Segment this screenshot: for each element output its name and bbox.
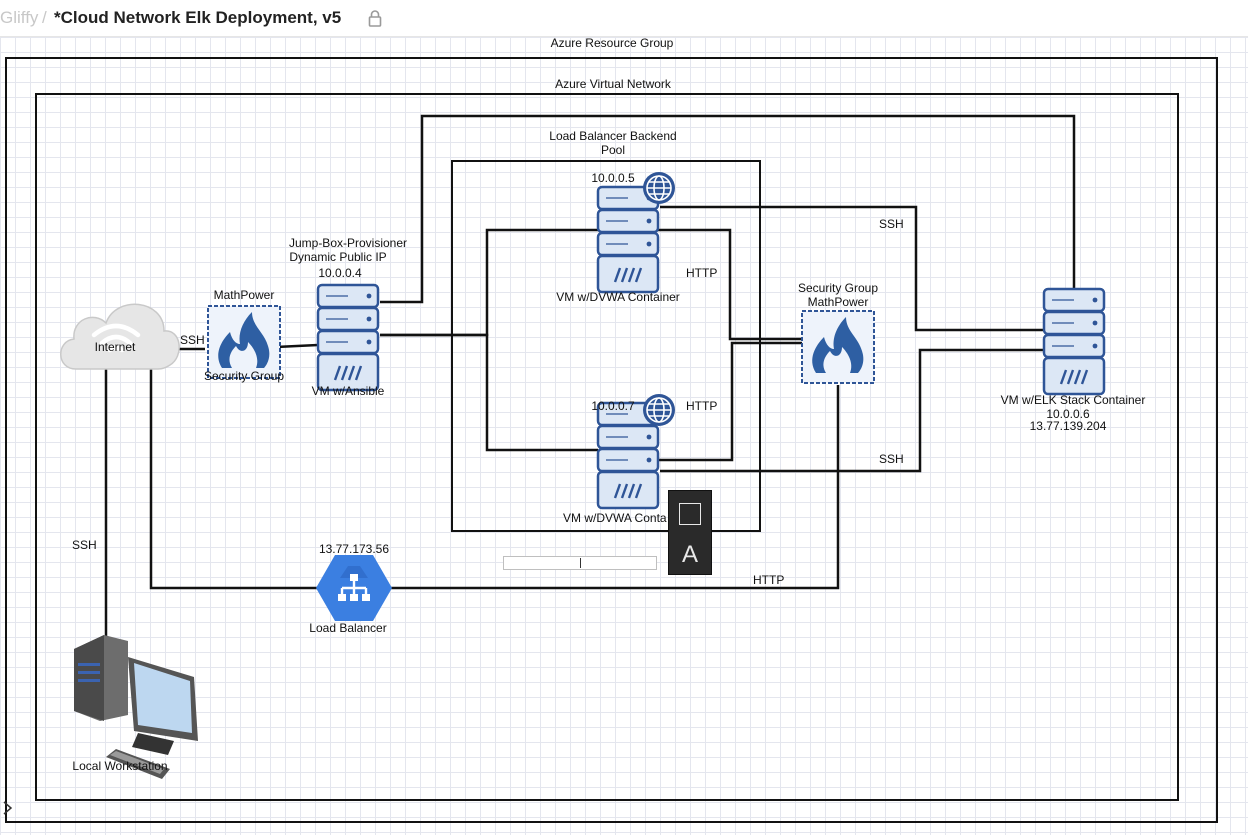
internet-label: Internet bbox=[94, 340, 136, 354]
load-balancer-caption: Load Balancer bbox=[309, 621, 387, 635]
jumpbox-ip: 10.0.0.4 bbox=[318, 266, 362, 280]
virtual-network-border bbox=[35, 93, 1179, 801]
load-balancer-icon bbox=[316, 555, 392, 621]
web1-globe-icon bbox=[642, 171, 676, 205]
web1-caption: VM w/DVWA Container bbox=[556, 290, 680, 304]
workstation-icon bbox=[74, 635, 198, 779]
text-tool-icon[interactable]: A bbox=[681, 541, 698, 568]
http-web1-label: HTTP bbox=[686, 266, 718, 280]
elk-private-ip: 10.0.0.6 bbox=[1046, 407, 1090, 421]
workstation-label: Local Workstation bbox=[72, 759, 168, 773]
chevron-right-icon bbox=[3, 801, 13, 815]
left-panel-handle[interactable] bbox=[0, 800, 14, 821]
diagram-svg[interactable] bbox=[0, 37, 1248, 835]
breadcrumb-app[interactable]: Gliffy bbox=[0, 8, 39, 27]
web2-caption: VM w/DVWA Conta bbox=[563, 511, 667, 525]
elk-server-icon bbox=[1042, 287, 1106, 396]
nsg-right-name: MathPower bbox=[807, 295, 869, 309]
connection-lines bbox=[104, 114, 1076, 677]
breadcrumb-separator: / bbox=[42, 8, 47, 27]
load-balancer-ip: 13.77.173.56 bbox=[318, 542, 390, 556]
ssh-workstation-label: SSH bbox=[72, 538, 97, 552]
web2-ip: 10.0.0.7 bbox=[591, 399, 635, 413]
shape-tool-icon[interactable] bbox=[679, 503, 701, 525]
resource-group-border bbox=[5, 57, 1218, 823]
web1-server-icon bbox=[596, 185, 660, 294]
security-group-right-icon bbox=[801, 310, 875, 384]
web2-globe-icon bbox=[642, 393, 676, 427]
canvas-scroller[interactable] bbox=[503, 556, 657, 570]
elk-caption: VM w/ELK Stack Container bbox=[1000, 393, 1146, 407]
ssh-internet-label: SSH bbox=[180, 333, 205, 347]
document-title[interactable]: *Cloud Network Elk Deployment, v5 bbox=[54, 8, 342, 27]
floating-toolbar: A bbox=[668, 490, 712, 575]
internet-cloud-icon bbox=[60, 303, 180, 370]
security-group-left-icon bbox=[207, 305, 281, 379]
nsg-right-title: Security Group bbox=[797, 281, 879, 295]
jumpbox-title: Jump-Box-Provisioner bbox=[288, 236, 408, 250]
scroller-thumb[interactable] bbox=[580, 558, 581, 568]
backend-pool-label: Load Balancer Backend Pool bbox=[549, 129, 677, 157]
resource-group-label: Azure Resource Group bbox=[550, 36, 674, 50]
ssh-elk-bottom-label: SSH bbox=[879, 452, 904, 466]
backend-pool-border bbox=[451, 160, 761, 532]
http-lb-label: HTTP bbox=[753, 573, 785, 587]
jumpbox-subtitle: Dynamic Public IP bbox=[289, 250, 387, 264]
elk-public-ip: 13.77.139.204 bbox=[1029, 419, 1107, 433]
nsg-left-name: MathPower bbox=[213, 288, 275, 302]
virtual-network-label: Azure Virtual Network bbox=[555, 77, 671, 91]
http-web2-label: HTTP bbox=[686, 399, 718, 413]
jumpbox-caption: VM w/Ansible bbox=[311, 384, 385, 398]
jumpbox-server-icon bbox=[316, 283, 380, 392]
diagram-canvas[interactable]: Azure Resource Group Azure Virtual Netwo… bbox=[0, 36, 1248, 835]
lock-icon[interactable] bbox=[368, 10, 382, 32]
nsg-left-label: Security Group bbox=[203, 369, 285, 383]
ssh-elk-top-label: SSH bbox=[879, 217, 904, 231]
web1-ip: 10.0.0.5 bbox=[591, 171, 635, 185]
document-header: Gliffy / *Cloud Network Elk Deployment, … bbox=[0, 0, 1248, 37]
